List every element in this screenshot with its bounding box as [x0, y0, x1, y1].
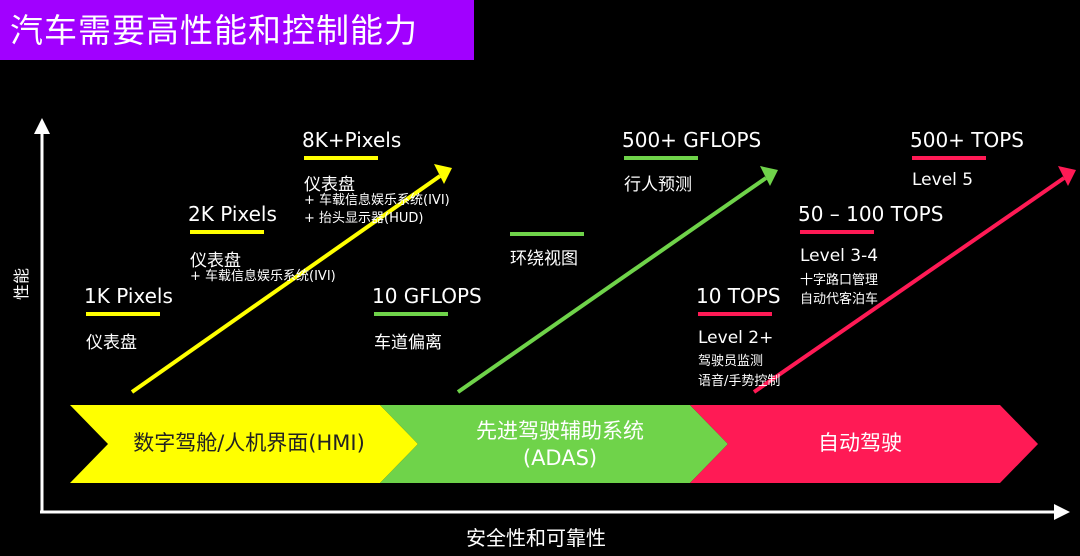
- x-axis-arrowhead: [1054, 504, 1070, 520]
- milestone-heading: 8K+Pixels: [302, 128, 402, 152]
- y-axis-arrowhead: [34, 118, 50, 134]
- milestone-heading: 500+ GFLOPS: [622, 128, 762, 152]
- milestone-line: 环绕视图: [510, 249, 578, 269]
- stage-chevron-hmi: [70, 405, 418, 483]
- milestone-underline: [510, 232, 584, 236]
- growth-arrowhead-adas: [760, 166, 778, 186]
- milestone-line: 语音/手势控制: [698, 374, 781, 389]
- milestone-line: 仪表盘: [304, 175, 355, 195]
- growth-arrow-hmi: [130, 174, 442, 394]
- milestone-underline: [698, 312, 772, 316]
- growth-arrowhead-hmi: [434, 164, 452, 184]
- milestone-line: 仪表盘: [86, 333, 137, 353]
- milestone-line: + 车载信息娱乐系统(IVI): [190, 269, 336, 284]
- milestone-line: 十字路口管理: [800, 273, 879, 288]
- milestone-heading: 2K Pixels: [188, 202, 277, 226]
- milestone-heading: 1K Pixels: [84, 284, 173, 308]
- stage-chevron-autonomous: [690, 405, 1038, 483]
- milestone-heading: 10 TOPS: [696, 284, 781, 308]
- milestone-line: 车道偏离: [374, 333, 442, 353]
- y-axis-label: 性能: [12, 267, 31, 300]
- page-title: 汽车需要高性能和控制能力: [10, 11, 418, 50]
- milestone-heading: 50 – 100 TOPS: [798, 202, 944, 226]
- growth-arrow-autonomous: [752, 176, 1066, 394]
- milestone-line: 仪表盘: [190, 251, 241, 271]
- milestone-line: + 车载信息娱乐系统(IVI): [304, 193, 450, 208]
- milestone-underline: [190, 230, 264, 234]
- milestone-underline: [912, 156, 986, 160]
- milestone-line: Level 3-4: [800, 246, 879, 266]
- milestone-underline: [624, 156, 698, 160]
- milestone-underline: [800, 230, 874, 234]
- x-axis-label: 安全性和可靠性: [466, 526, 606, 550]
- milestone-underline: [304, 156, 378, 160]
- milestone-heading: 500+ TOPS: [910, 128, 1025, 152]
- milestone-line: Level 2+: [698, 328, 774, 348]
- stage-label-hmi: 数字驾舱/人机界面(HMI): [133, 431, 365, 455]
- milestone-line: 行人预测: [624, 175, 692, 195]
- milestone-line: 驾驶员监测: [698, 354, 764, 369]
- stage-label-adas: 先进驾驶辅助系统 (ADAS): [476, 419, 644, 470]
- growth-arrowhead-autonomous: [1058, 166, 1076, 186]
- title-banner: 汽车需要高性能和控制能力: [0, 0, 474, 60]
- stage-label-autonomous: 自动驾驶: [818, 431, 902, 455]
- milestone-line: + 抬头显示器(HUD): [304, 211, 424, 226]
- milestone-underline: [374, 312, 448, 316]
- stage-chevron-adas: [380, 405, 728, 483]
- milestone-line: 自动代客泊车: [800, 292, 879, 307]
- milestone-heading: 10 GFLOPS: [372, 284, 482, 308]
- milestone-underline: [86, 312, 160, 316]
- growth-arrow-adas: [456, 176, 768, 394]
- milestone-line: Level 5: [912, 170, 974, 190]
